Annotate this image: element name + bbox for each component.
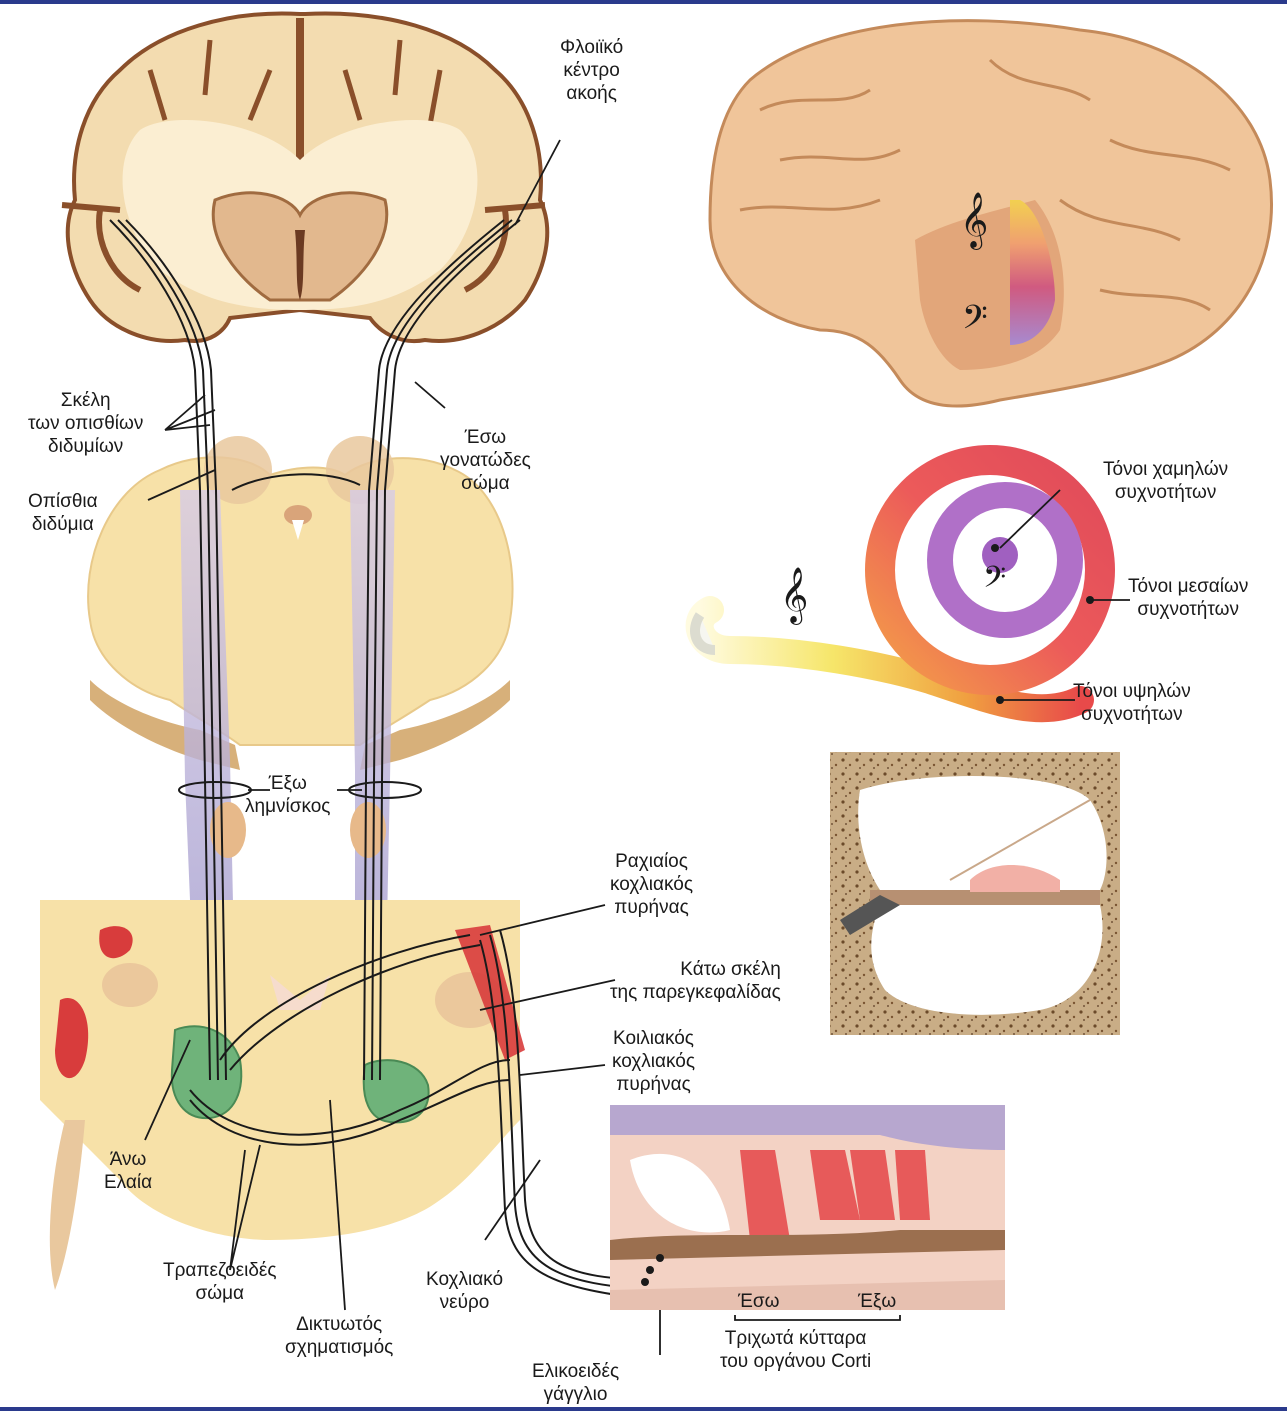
label-ventral-cochlear-nucleus: Κοιλιακός κοχλιακός πυρήνας	[612, 1027, 695, 1096]
label-trapezoid-body: Τραπεζοειδές σώμα	[163, 1259, 277, 1305]
label-hair-cells-corti: Τριχωτά κύτταρα του οργάνου Corti	[720, 1327, 871, 1373]
label-inner-hair-cells: Έσω	[738, 1290, 779, 1313]
bass-clef-icon: 𝄢	[962, 300, 988, 344]
cochlea-spiral	[695, 460, 1130, 708]
organ-of-corti	[610, 1105, 1005, 1310]
label-inferior-colliculus-arms: Σκέλη των οπισθίων διδυμίων	[28, 389, 143, 458]
lateral-brain-view	[710, 21, 1272, 406]
label-medial-geniculate: Έσω γονατώδες σώμα	[440, 426, 531, 495]
label-superior-olive: Άνω Ελαία	[104, 1148, 152, 1194]
label-lateral-lemniscus: Έξω λημνίσκος	[245, 772, 330, 818]
bottom-border	[0, 1407, 1287, 1411]
label-auditory-cortex: Φλοιϊκό κέντρο ακοής	[560, 36, 623, 105]
cochlea-bass-clef-icon: 𝄢	[983, 562, 1006, 602]
label-inferior-colliculi: Οπίσθια διδύμια	[28, 490, 98, 536]
label-cochlear-nerve: Κοχλιακό νεύρο	[426, 1268, 503, 1314]
cochlea-treble-clef-icon: 𝄞	[780, 565, 808, 625]
coronal-brain-section	[62, 13, 547, 341]
label-spiral-ganglion: Ελικοειδές γάγγλιο	[532, 1360, 619, 1406]
label-outer-hair-cells: Έξω	[858, 1290, 896, 1313]
label-high-frequency: Τόνοι υψηλών συχνοτήτων	[1073, 680, 1191, 726]
label-low-frequency: Τόνοι χαμηλών συχνοτήτων	[1103, 458, 1228, 504]
label-dorsal-cochlear-nucleus: Ραχιαίος κοχλιακός πυρήνας	[610, 850, 693, 919]
label-reticular-formation: Δικτυωτός σχηματισμός	[285, 1313, 393, 1359]
label-mid-frequency: Τόνοι μεσαίων συχνοτήτων	[1128, 575, 1248, 621]
cochlea-cross-section	[830, 752, 1120, 1035]
label-inferior-cerebellar-peduncle: Κάτω σκέλη της παρεγκεφαλίδας	[610, 958, 781, 1004]
treble-clef-icon: 𝄞	[960, 190, 988, 250]
medulla-block	[40, 900, 525, 1290]
